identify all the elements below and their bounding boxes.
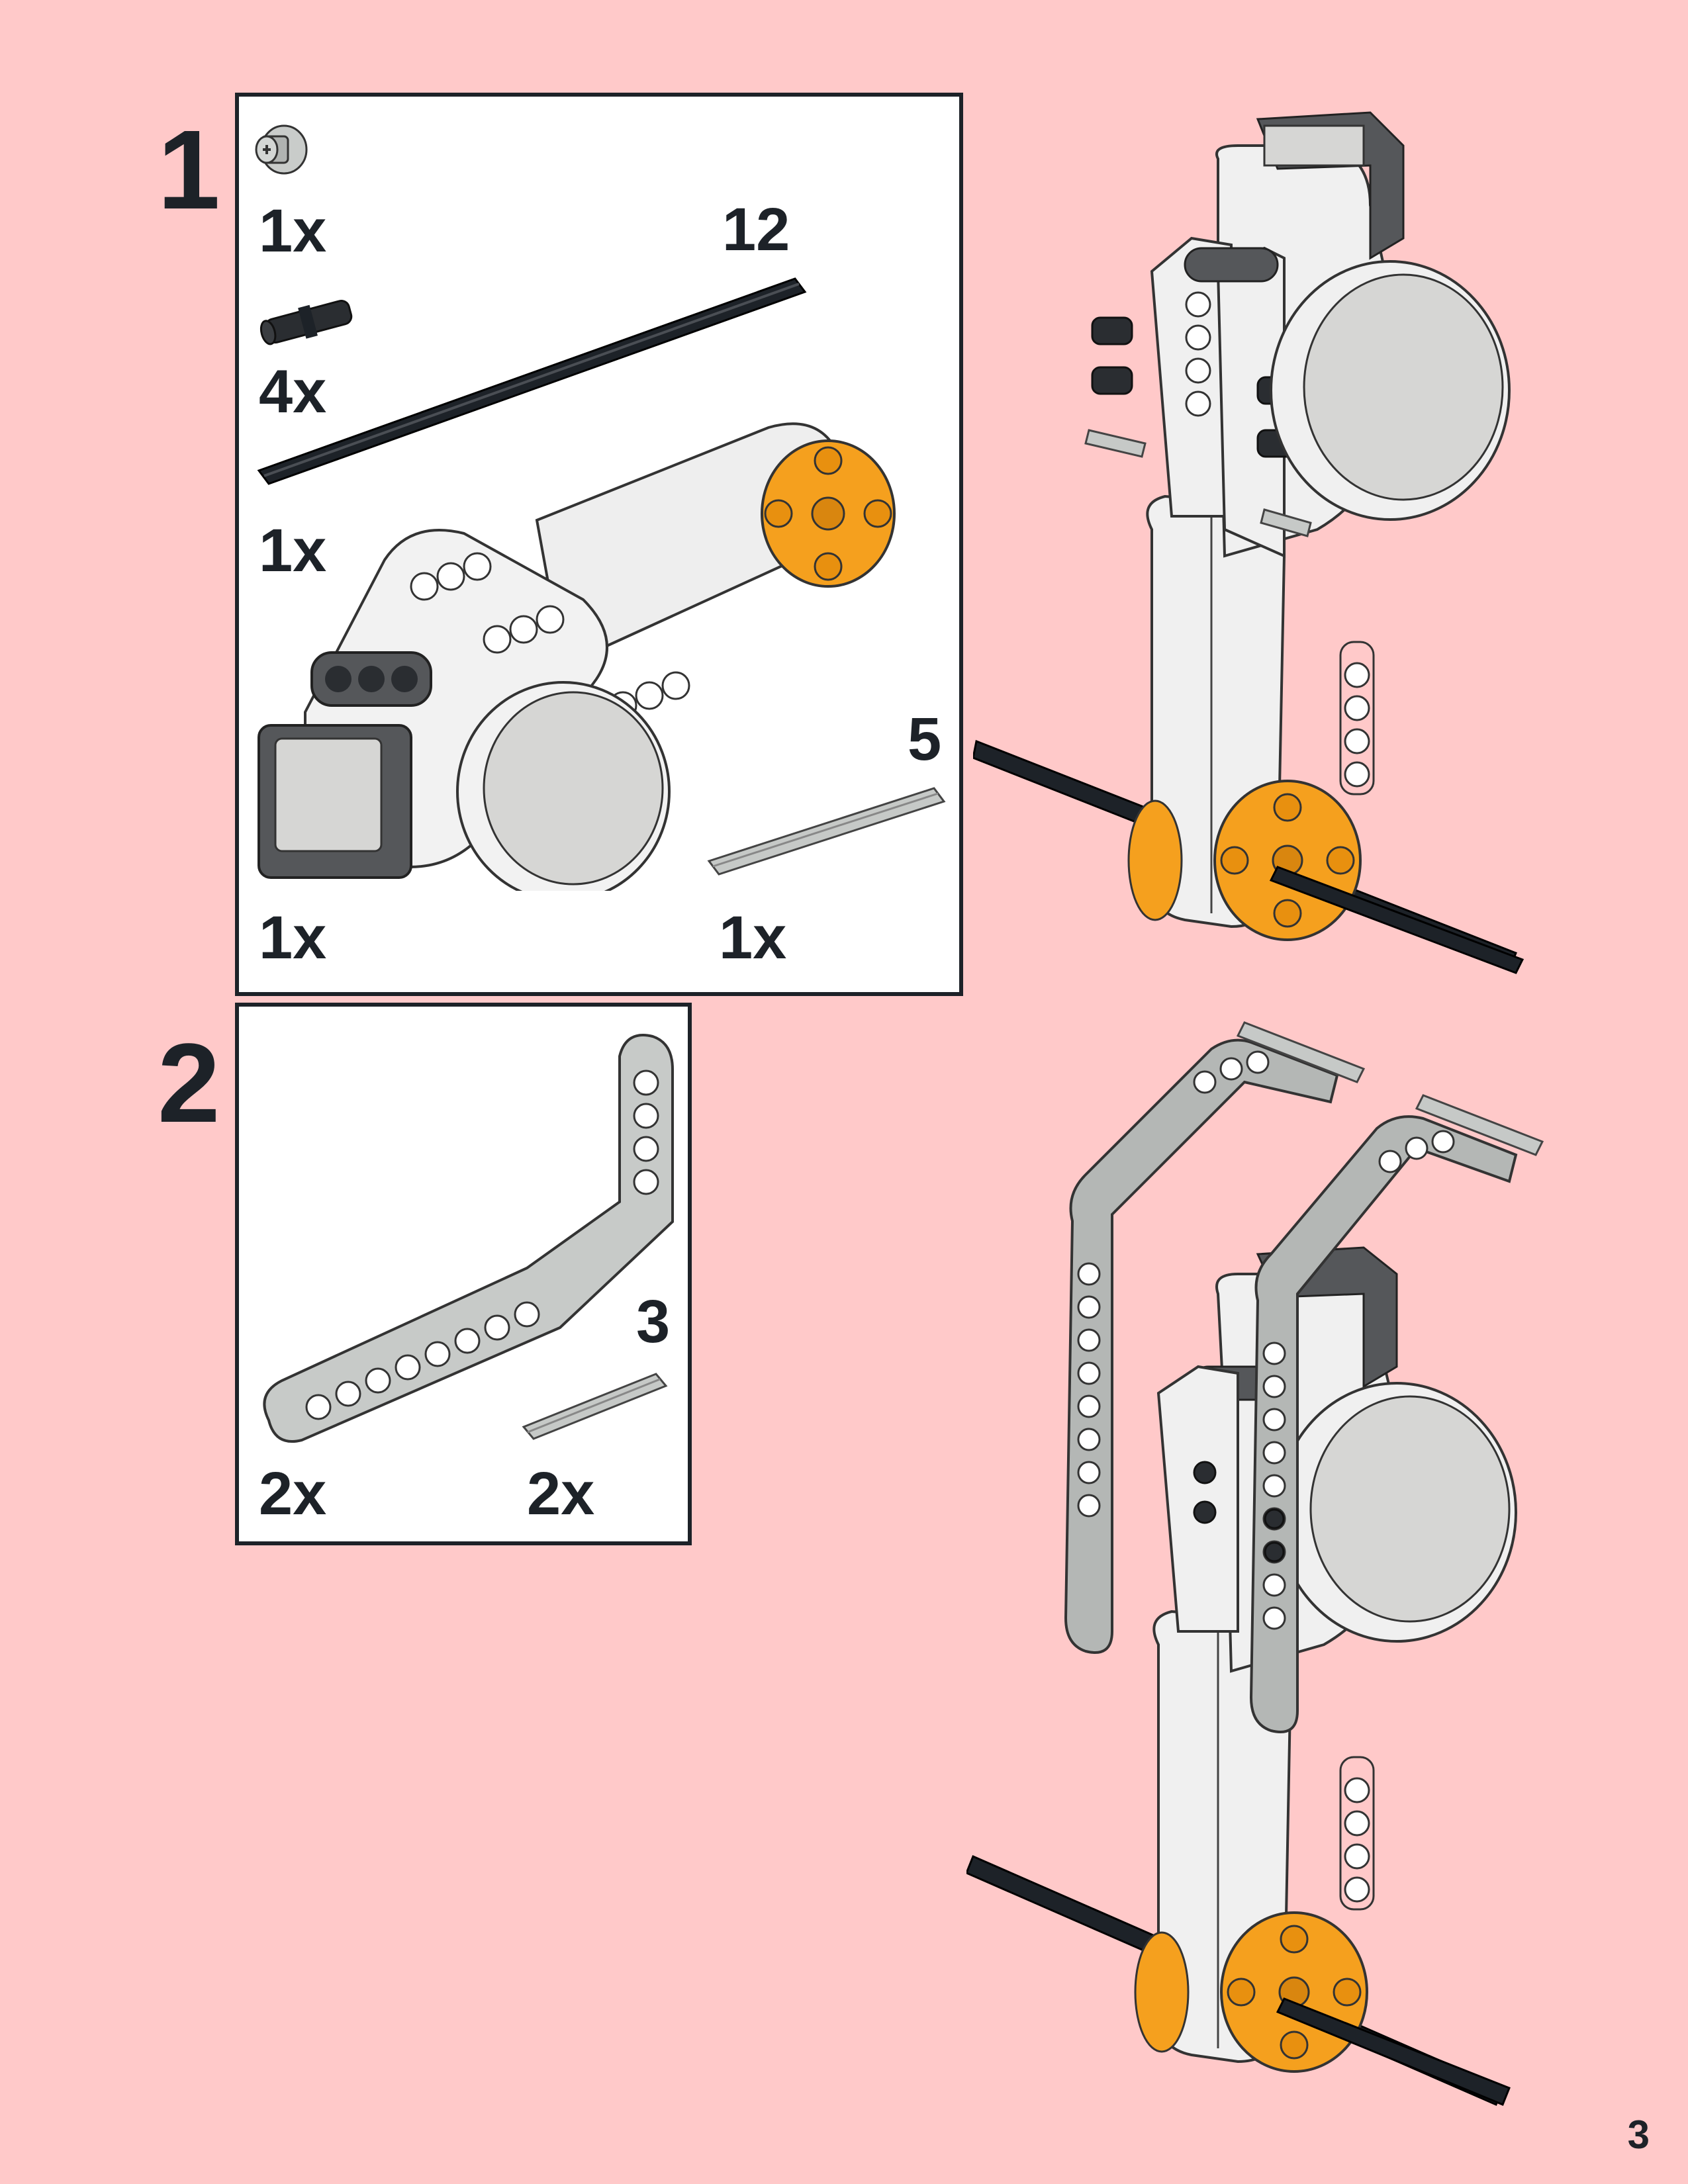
connector-peg-qty: 4x xyxy=(259,358,327,426)
angled-beam-qty: 2x xyxy=(259,1460,327,1527)
axle-12-length-label: 12 xyxy=(722,196,790,263)
black-axle-12-qty: 1x xyxy=(259,517,327,584)
grey-axle-3-part-icon xyxy=(522,1373,668,1440)
step-1-parts-panel: 1x 4x 12 1x xyxy=(235,93,963,996)
axle-3-length-label: 3 xyxy=(636,1288,671,1355)
axle-5-length-label: 5 xyxy=(908,705,942,773)
step-2-parts-panel: 2x 3 2x xyxy=(235,1003,692,1545)
step-2-assembly-illustration xyxy=(966,1021,1544,2106)
connector-peg-part-icon xyxy=(259,299,353,345)
grey-axle-5-qty: 1x xyxy=(719,904,787,972)
grey-axle-3-qty: 2x xyxy=(527,1460,595,1527)
step-2-number: 2 xyxy=(158,1021,220,1146)
black-axle-12-part-icon xyxy=(257,277,807,485)
servo-motor-qty: 1x xyxy=(259,904,327,972)
step-1-number: 1 xyxy=(158,107,220,233)
grey-axle-5-part-icon xyxy=(707,787,946,876)
bush-part-icon xyxy=(255,124,308,175)
angled-beam-part-icon xyxy=(263,1034,674,1443)
bush-qty: 1x xyxy=(259,197,327,265)
page-number: 3 xyxy=(1627,2113,1650,2157)
servo-motor-part-icon xyxy=(258,422,896,891)
step-1-assembly-illustration xyxy=(973,111,1524,974)
